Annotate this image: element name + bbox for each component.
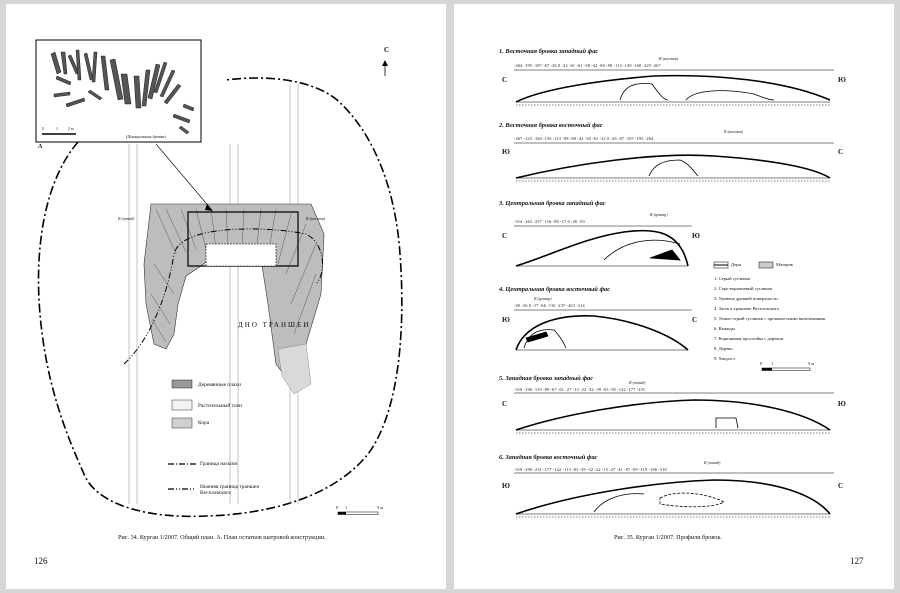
profile-4-ticks: -50 -26 0 -17 -66 -116 -237 -263 -314 [514,303,585,308]
trench-label: ДНО ТРАНШЕИ [238,321,311,329]
inset-scale-one: 1 [56,126,58,131]
legend-item-6: 6. Выкиды [714,326,735,331]
inset-caption: (Центральная бровка) [126,134,166,139]
profile-5-bench: R (запад) [629,380,646,385]
right-scale-one: 1 [771,361,774,366]
inset-label: А [38,144,43,150]
legend-label-plant: Растительный тлен [198,403,242,409]
legend-item-1: 1. Серый суглинок [714,276,751,281]
profile-5-right-dir: Ю [838,400,846,408]
legend-subsoil-label: Материк [776,262,794,267]
profile-5-ticks: -310 -196 -119 -89 -67 -61 -27 -13 -22 -… [514,387,646,392]
profile-5-drawing [514,392,834,434]
profile-5-left-dir: С [502,400,508,408]
profile-4-left-dir: Ю [502,316,510,324]
bench-label-west: R (запад) [118,216,135,221]
inset-leader-line [155,143,212,210]
legend-label-planks: Деревянные плахи [198,382,241,388]
legend-label-bark: Кора [198,420,210,426]
profile-1-bench: R (восток) [659,56,679,61]
right-page-number: 127 [850,556,864,566]
legend-item-8: 8. Дерево [714,346,733,351]
legend-swatch-planks [171,379,193,389]
profiles-drawing [514,69,834,518]
scale-zero: 0 [336,505,339,510]
profile-5-title: 5. Западная бровка западный фас [499,375,594,382]
profile-2-left-dir: Ю [502,148,510,156]
bark-area [277,343,312,395]
mound-boundary-line [37,77,403,518]
legend-item-5: 5. Темно-серый суглинок с органическими … [714,316,826,321]
legend-label-mound: Граница насыпи [200,461,238,467]
legend-item-3: 3. Уровень древней поверхности [714,296,778,301]
scale-end: 5 м [377,505,384,510]
profile-1-left-dir: С [502,76,508,84]
right-page: 1. Восточная бровка западный фас R (вост… [454,4,894,589]
profile-2-bench: R (восток) [724,129,744,134]
profile-4-bench: R (центр) [534,296,552,301]
profile-3-drawing [514,225,692,267]
legend-item-9: 9. Хворост [714,356,736,361]
profile-3-title: 3. Центральная бровка западный фас [499,200,606,207]
profile-6-drawing [514,472,834,518]
profile-2-title: 2. Восточная бровка восточный фас [499,122,603,129]
profile-1-ticks: -264 -195 -187 -67 -26 0 -22 -61 -61 -58… [514,63,661,68]
right-figure-caption: Рис. 35. Курган 1/2007. Профили бровок. [614,534,722,541]
legend-item-7: 7. Коричневая прослойка с деревом [714,336,784,341]
north-label: С [384,46,390,54]
scale-one: 1 [345,505,348,510]
site-plan-drawing [35,39,403,518]
profile-6-title: 6. Западная бровка восточный фас [499,454,598,461]
profile-4-drawing [514,309,692,351]
profile-6-right-dir: С [838,482,844,490]
bench-label-east: R (восток) [306,216,326,221]
profile-1-right-dir: Ю [838,76,846,84]
left-page-number: 126 [34,556,48,566]
profile-3-left-dir: С [502,232,508,240]
legend-swatch-plant [171,399,193,411]
profile-6-ticks: -318 -290 -231 -177 -142 -113 -83 -59 -3… [514,467,667,472]
right-scale-end: 5 м [808,361,815,366]
profile-6-bench: R (запад) [704,460,721,465]
profile-3-bench: R (центр) [650,212,668,217]
legend-swatch-bark [171,417,193,429]
legend-label-veselovsky: Нижняя граница траншеи Веселовского [200,484,260,496]
profile-2-right-dir: С [838,148,844,156]
central-bench-frame [187,211,299,267]
legend-item-4: 4. Затек в траншею Веселовского [714,306,780,311]
profile-2-drawing [514,142,834,182]
profile-1-drawing [514,69,834,106]
profile-2-ticks: -267 -223 -164 -156 -113 -98 -68 -42 -30… [514,136,654,141]
inset-scale-end: 2 м [68,126,74,131]
right-scale-zero: 0 [760,361,763,366]
profile-4-right-dir: С [692,316,698,324]
veselovsky-trench-line [123,228,324,365]
profile-4-title: 4. Центральная бровка восточный фас [499,286,611,293]
left-figure-caption: Рис. 34. Курган 1/2007. Общий план. А. П… [118,534,326,541]
profile-3-ticks: -314 -263 -237 -116 -80 -17 0 -26 -50 [514,219,585,224]
inset-timber-remains [50,49,195,135]
profile-6-left-dir: Ю [502,482,510,490]
profile-1-title: 1. Восточная бровка западный фас [499,48,599,55]
left-page: С А (Центральная бровка) 0 1 2 м R (запа… [6,4,446,589]
profile-3-right-dir: Ю [692,232,700,240]
legend-turf-label: Дерн [731,262,741,267]
inset-scale-zero: 0 [42,126,44,131]
legend-swatch-subsoil [758,261,774,269]
legend-item-2: 2. Серо-коричневый суглинок [714,286,773,291]
